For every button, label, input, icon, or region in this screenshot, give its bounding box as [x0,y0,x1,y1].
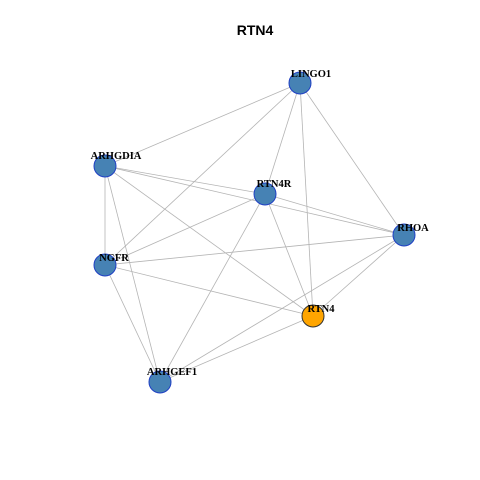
edge-arhgdia-rtn4r [104,165,266,195]
node-circle-arhgef1[interactable] [148,370,172,394]
node-label-arhgdia: ARHGDIA [91,151,142,162]
edge-arhgdia-rtn4 [104,165,314,317]
diagram-title: RTN4 [237,22,274,38]
node-label-ngfr: NGFR [99,253,129,264]
node-lingo1[interactable]: LINGO1 [288,69,331,95]
node-label-lingo1: LINGO1 [291,69,331,80]
edge-arhgdia-rhoa [104,165,405,236]
edge-ngfr-arhgef1 [104,264,161,383]
edge-lingo1-rtn4 [299,82,314,317]
node-ngfr[interactable]: NGFR [93,253,129,277]
node-arhgef1[interactable]: ARHGEF1 [147,367,197,394]
edge-rhoa-rtn4 [312,234,405,317]
edge-rtn4-arhgef1 [159,315,314,383]
edge-lingo1-ngfr [104,82,301,266]
edge-lingo1-arhgdia [104,82,301,167]
node-rhoa[interactable]: RHOA [392,223,429,247]
node-circle-rtn4r[interactable] [253,182,277,206]
node-label-rtn4: RTN4 [307,304,335,315]
edge-rtn4r-rtn4 [264,193,314,317]
node-circle-rhoa[interactable] [392,223,416,247]
node-arhgdia[interactable]: ARHGDIA [91,151,142,178]
edges-layer [104,82,405,383]
node-circle-rtn4[interactable] [301,304,325,328]
node-rtn4r[interactable]: RTN4R [253,179,292,206]
node-label-arhgef1: ARHGEF1 [147,367,197,378]
node-label-rtn4r: RTN4R [257,179,292,190]
edge-rtn4r-rhoa [264,193,405,236]
edge-ngfr-rtn4 [104,264,314,317]
node-label-rhoa: RHOA [397,223,429,234]
edge-arhgdia-arhgef1 [104,165,161,383]
edge-lingo1-rhoa [299,82,405,236]
edge-lingo1-rtn4r [264,82,301,195]
node-circle-lingo1[interactable] [288,71,312,95]
node-circle-ngfr[interactable] [93,253,117,277]
edge-rtn4r-arhgef1 [159,193,266,383]
node-rtn4[interactable]: RTN4 [301,304,335,328]
edge-rhoa-ngfr [104,234,405,266]
edge-rtn4r-ngfr [104,193,266,266]
node-circle-arhgdia[interactable] [93,154,117,178]
